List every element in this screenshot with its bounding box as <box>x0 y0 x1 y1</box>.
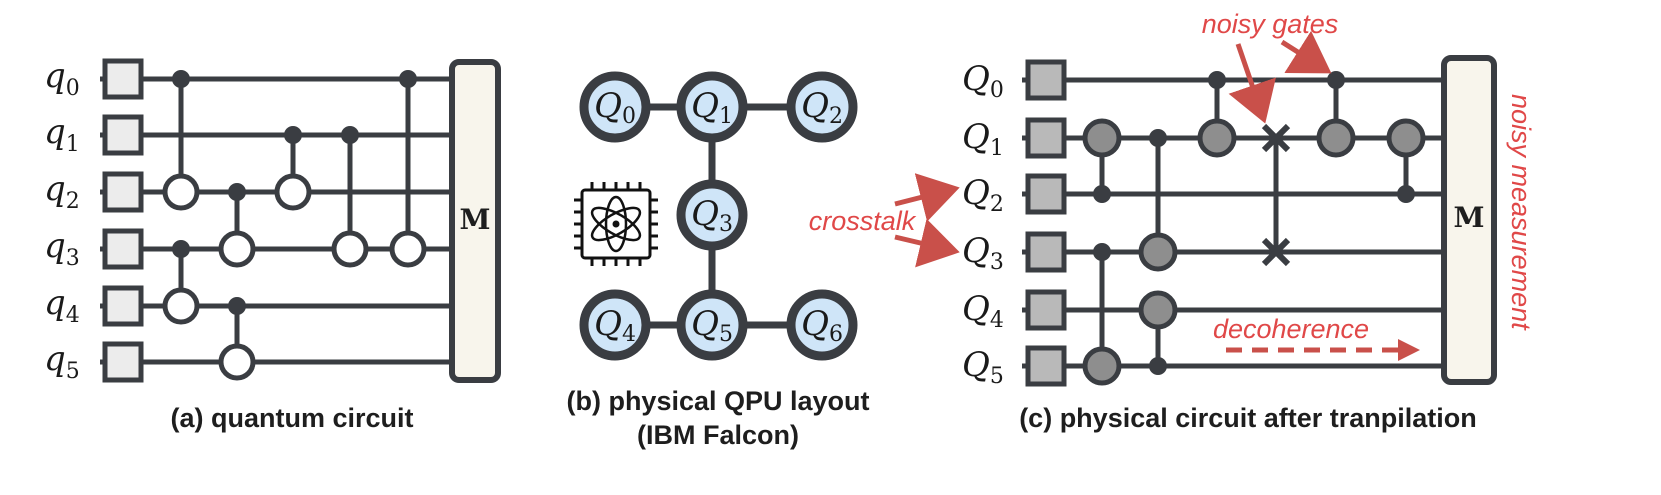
svg-text:Q2: Q2 <box>801 86 843 129</box>
node-q2: Q2 <box>786 71 858 143</box>
panel-a-caption: (a) quantum circuit <box>170 403 413 433</box>
init-box-Q0 <box>1025 59 1067 101</box>
svg-text:Q0: Q0 <box>594 86 636 129</box>
panel-c: M Q0 Q1 Q2 Q3 Q4 Q5 noisy gates crosstal… <box>809 9 1536 433</box>
panel-c-init-boxes <box>1025 59 1067 387</box>
qubit-label: q2 <box>44 169 80 214</box>
qubit-label: q1 <box>44 112 80 157</box>
control-dot <box>228 297 246 315</box>
target-circle <box>1138 232 1178 272</box>
qubit-label: Q0 <box>962 59 1004 103</box>
target-circle <box>1386 118 1426 158</box>
quantum-chip-icon <box>574 182 658 266</box>
panel-a-wires <box>100 76 455 365</box>
node-q0: Q0 <box>579 71 651 143</box>
arrow-crosstalk-q2 <box>894 173 960 222</box>
target-circle <box>1316 118 1356 158</box>
target-circle <box>331 230 369 268</box>
control-dot <box>284 126 302 144</box>
swap-cross <box>1261 237 1291 267</box>
qubit-label: q0 <box>44 56 80 101</box>
target-circle <box>389 230 427 268</box>
annotation-noisy-measurement: noisy measurement <box>1506 94 1536 331</box>
control-dot <box>1208 71 1226 89</box>
measure-label-c: M <box>1454 201 1485 234</box>
panel-a: M q0 q1 q2 q3 q4 q5 (a) quantum circuit <box>44 56 501 433</box>
qubit-label: Q2 <box>962 173 1004 217</box>
swap-cross <box>1261 123 1291 153</box>
arrow-noisy-gates-control <box>1280 30 1332 74</box>
qubit-label: q4 <box>44 283 80 328</box>
annotation-noisy-gates: noisy gates <box>1202 9 1339 39</box>
target-circle <box>218 230 256 268</box>
control-dot <box>1093 243 1111 261</box>
panel-c-caption: (c) physical circuit after tranpilation <box>1019 403 1477 433</box>
target-circle <box>1082 118 1122 158</box>
qubit-label: Q4 <box>962 289 1004 333</box>
arrow-noisy-gates-swap <box>1228 43 1276 124</box>
init-box-q5 <box>102 341 144 383</box>
svg-text:Q3: Q3 <box>691 194 733 237</box>
panel-a-qubit-labels: q0 q1 q2 q3 q4 q5 <box>44 56 80 384</box>
qubit-label: q5 <box>44 339 80 384</box>
panel-a-gates <box>162 70 427 381</box>
init-box-Q4 <box>1025 289 1067 331</box>
node-q3: Q3 <box>676 179 748 251</box>
qubit-label: q3 <box>44 226 80 271</box>
svg-text:Q6: Q6 <box>801 304 843 347</box>
control-dot <box>1093 185 1111 203</box>
init-box-Q3 <box>1025 231 1067 273</box>
control-dot <box>1149 129 1167 147</box>
annotation-crosstalk: crosstalk <box>809 206 917 236</box>
panel-b-caption-line2: (IBM Falcon) <box>637 420 799 450</box>
panel-a-init-boxes <box>102 58 144 383</box>
control-dot <box>172 70 190 88</box>
init-box-q1 <box>102 114 144 156</box>
control-dot <box>399 70 417 88</box>
panel-b-caption-line1: (b) physical QPU layout <box>566 386 869 416</box>
measure-label-a: M <box>460 203 491 236</box>
node-q4: Q4 <box>579 289 651 361</box>
target-circle <box>1138 290 1178 330</box>
panel-c-gates <box>1082 71 1426 386</box>
init-box-Q2 <box>1025 173 1067 215</box>
target-circle <box>1082 346 1122 386</box>
panel-b: Q0 Q1 Q2 Q3 Q4 Q5 <box>566 71 870 450</box>
control-dot <box>1327 71 1345 89</box>
svg-text:Q1: Q1 <box>691 86 733 129</box>
control-dot <box>172 240 190 258</box>
target-circle <box>162 173 200 211</box>
init-box-Q5 <box>1025 345 1067 387</box>
arrow-decoherence-head <box>1398 339 1420 361</box>
qubit-label: Q5 <box>962 345 1004 389</box>
panel-b-nodes: Q0 Q1 Q2 Q3 Q4 Q5 <box>579 71 858 361</box>
measure-box-a <box>449 59 501 383</box>
svg-text:Q4: Q4 <box>594 304 636 347</box>
target-circle <box>1197 118 1237 158</box>
qubit-label: Q3 <box>962 231 1004 275</box>
control-dot <box>1397 185 1415 203</box>
node-q5: Q5 <box>676 289 748 361</box>
arrow-crosstalk-q3 <box>894 218 960 268</box>
init-box-Q1 <box>1025 117 1067 159</box>
control-dot <box>1149 357 1167 375</box>
control-dot <box>341 126 359 144</box>
node-q6: Q6 <box>786 289 858 361</box>
target-circle <box>162 287 200 325</box>
annotation-decoherence: decoherence <box>1213 314 1369 344</box>
init-box-q0 <box>102 58 144 100</box>
measure-box-c <box>1441 55 1497 385</box>
target-circle <box>218 343 256 381</box>
control-dot <box>228 183 246 201</box>
init-box-q2 <box>102 171 144 213</box>
node-q1: Q1 <box>676 71 748 143</box>
svg-text:Q5: Q5 <box>691 304 733 347</box>
qubit-label: Q1 <box>962 117 1004 161</box>
init-box-q4 <box>102 285 144 327</box>
panel-c-qubit-labels: Q0 Q1 Q2 Q3 Q4 Q5 <box>962 59 1004 389</box>
target-circle <box>274 173 312 211</box>
init-box-q3 <box>102 228 144 270</box>
